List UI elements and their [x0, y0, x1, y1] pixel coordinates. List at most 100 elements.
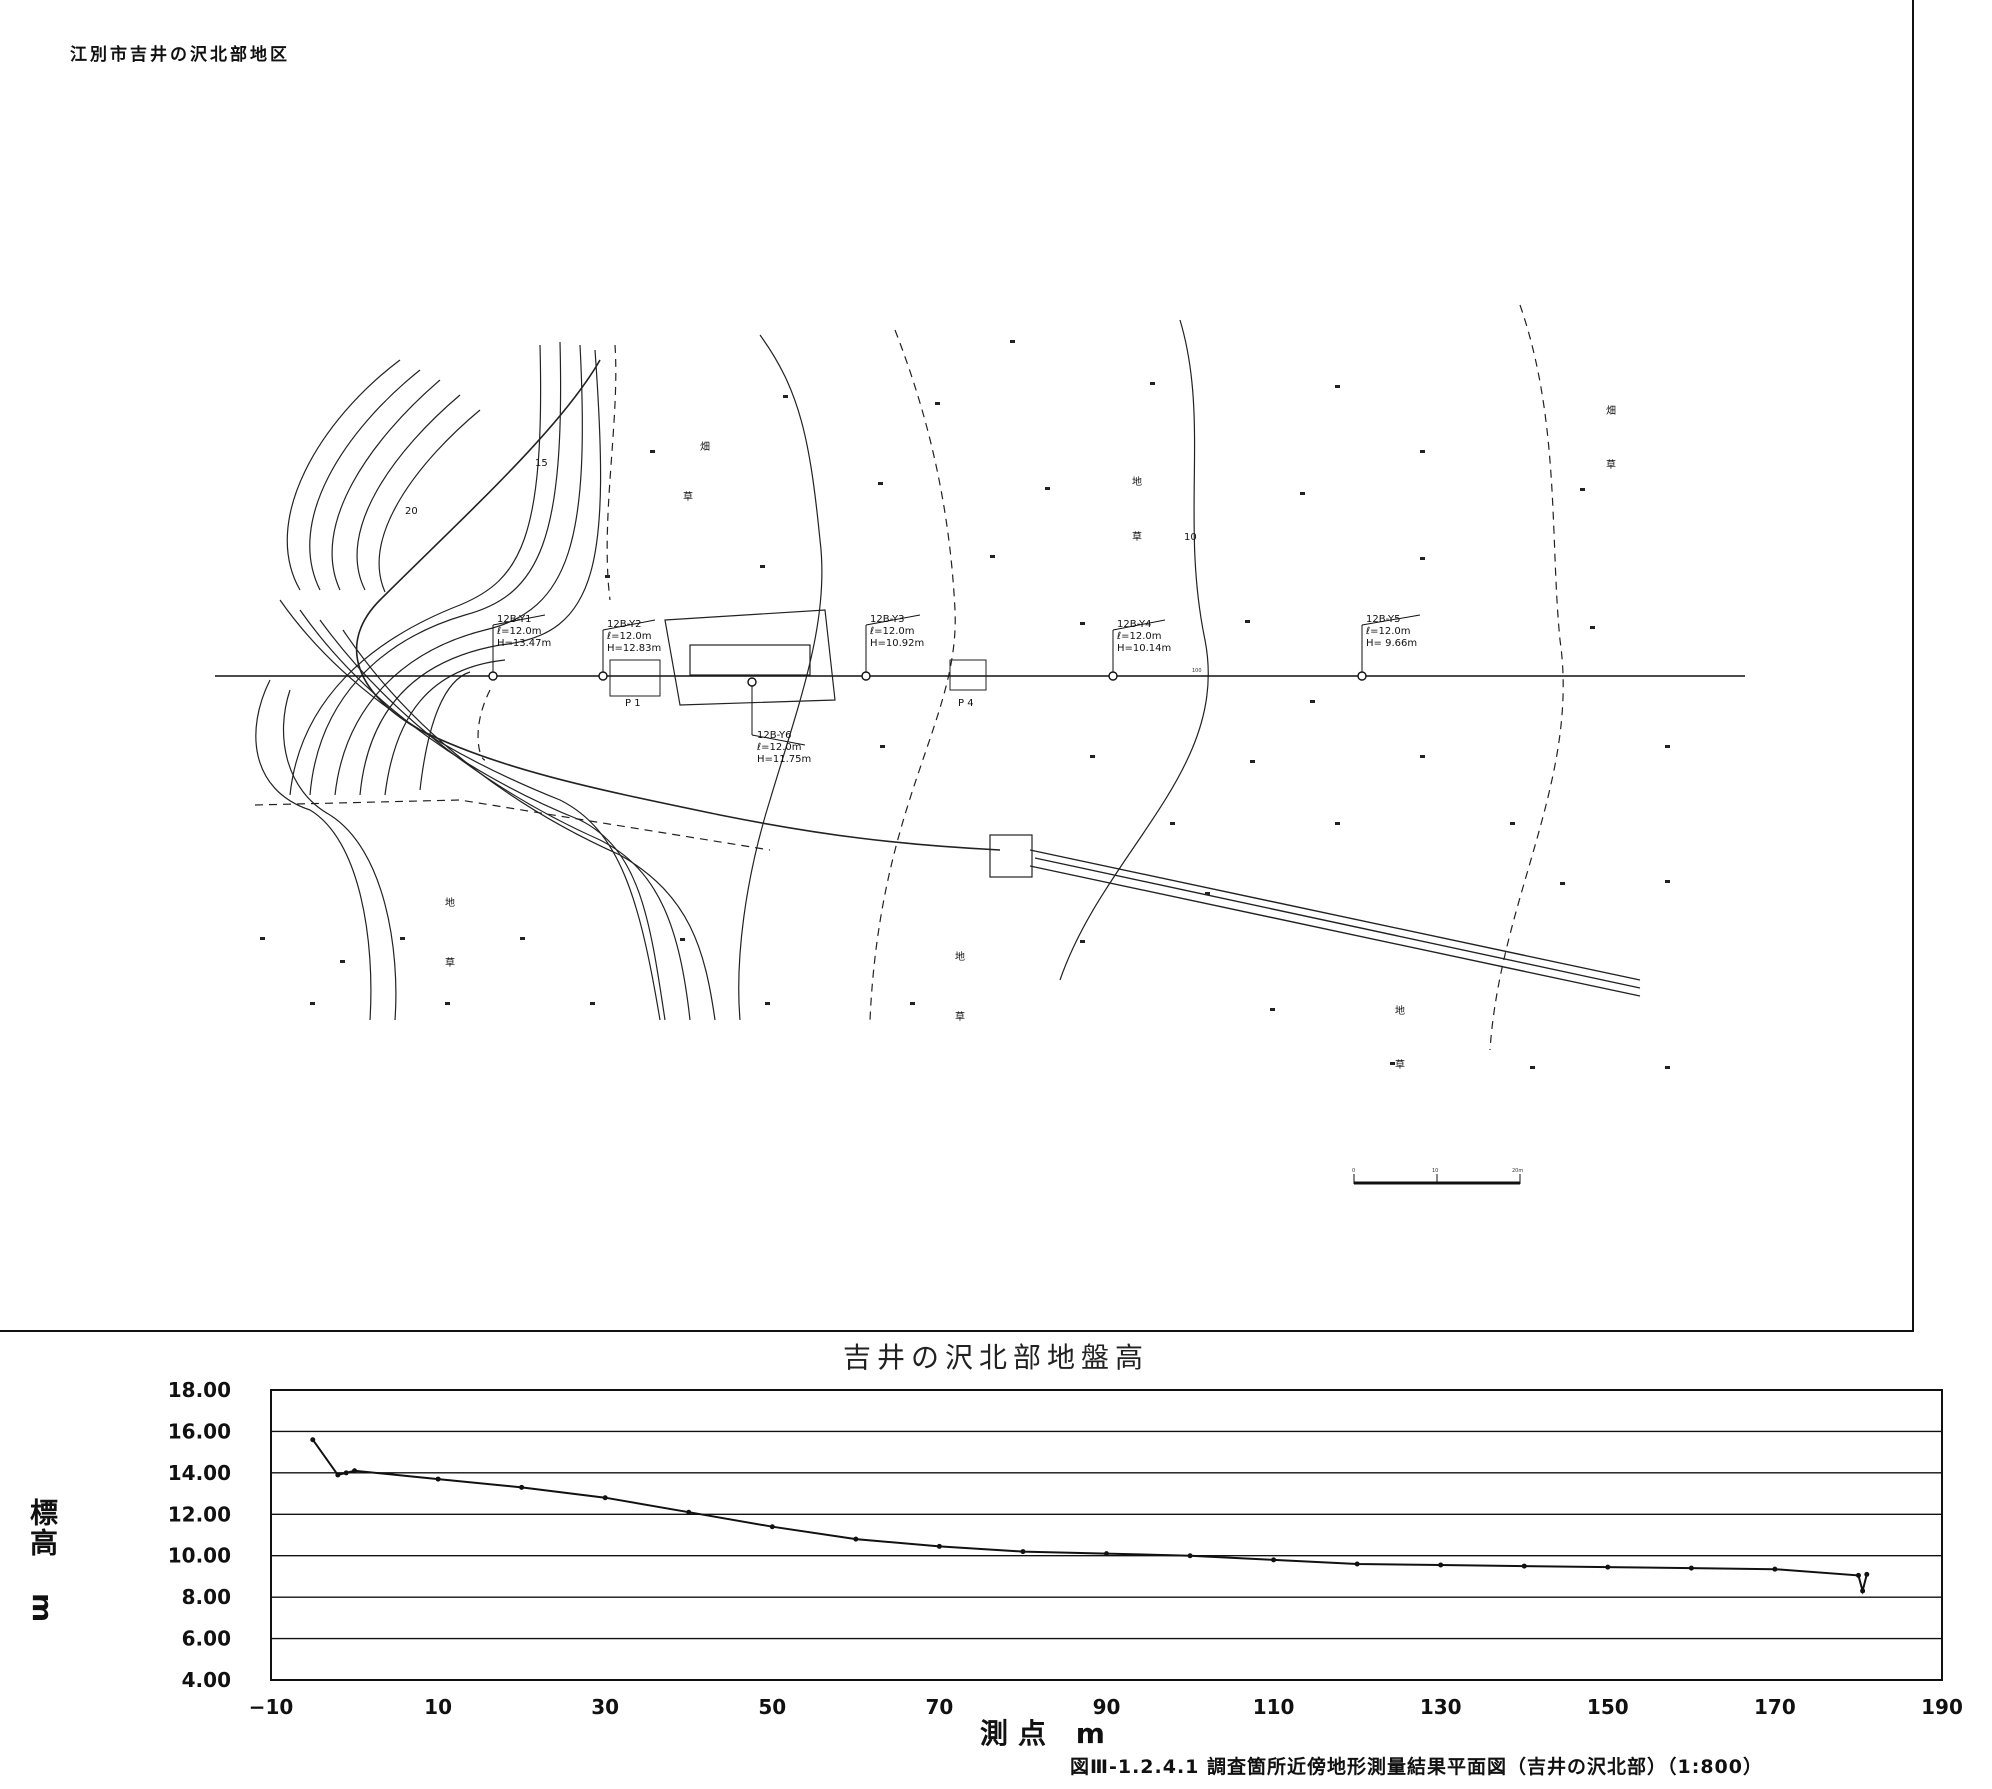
y-tick-label: 18.00	[168, 1378, 231, 1402]
x-tick-label: 110	[1253, 1695, 1295, 1719]
y-axis-unit: m	[26, 1593, 59, 1625]
data-point	[1271, 1557, 1277, 1563]
station-y4-depth: ℓ=12.0m	[1117, 631, 1162, 642]
y-tick-label: 16.00	[168, 1419, 231, 1443]
data-point	[1688, 1565, 1694, 1571]
land-use-mark-2: 草	[683, 491, 693, 503]
station-y6-id: 12B-Y6	[757, 730, 791, 741]
station-y1-height: H=13.47m	[497, 638, 551, 649]
map-frame-right	[1912, 0, 1914, 1330]
data-point	[602, 1495, 608, 1501]
contour-label-15: 15	[535, 458, 548, 469]
station-y5-depth: ℓ=12.0m	[1366, 626, 1411, 637]
building-outline	[664, 609, 836, 706]
land-use-mark-7: 地	[445, 896, 455, 909]
station-y5-id: 12B-Y5	[1366, 614, 1400, 625]
station-y2-depth: ℓ=12.0m	[607, 631, 652, 642]
contour-label-10: 10	[1184, 532, 1197, 543]
station-leaders	[492, 614, 1421, 746]
scale-bar: 0 10 20m	[1352, 1168, 1523, 1185]
elevation-series-points	[310, 1437, 1870, 1594]
data-point	[1605, 1564, 1611, 1570]
station-markers	[488, 671, 1367, 687]
data-point	[1354, 1561, 1360, 1567]
x-tick-label: 10	[424, 1695, 452, 1719]
data-point	[519, 1484, 525, 1490]
y-tick-label: 14.00	[168, 1461, 231, 1485]
x-tick-label: 190	[1921, 1695, 1963, 1719]
data-point	[686, 1509, 692, 1515]
land-use-mark-5: 畑	[1606, 404, 1616, 417]
data-point	[310, 1437, 316, 1443]
scale-bar-end: 20m	[1512, 1168, 1523, 1174]
chart-grid	[270, 1389, 1943, 1681]
contour-lines	[255, 319, 1209, 1021]
x-tick-label: 50	[758, 1695, 786, 1719]
y-tick-label: 10.00	[168, 1544, 231, 1568]
culvert-box	[989, 834, 1033, 878]
x-tick-labels: −10 10 30 50 70 90 110 130 150 170 190	[249, 1695, 1963, 1719]
station-y3-height: H=10.92m	[870, 638, 924, 649]
station-y4-height: H=10.14m	[1117, 643, 1171, 654]
elevation-series-line	[311, 1439, 1868, 1595]
x-tick-label: 130	[1420, 1695, 1462, 1719]
data-point	[1020, 1549, 1026, 1555]
scale-bar-mid: 10	[1432, 1168, 1438, 1174]
data-point	[352, 1468, 358, 1474]
data-point	[1855, 1572, 1861, 1578]
station-labels: 12B-Y1 ℓ=12.0m H=13.47m 12B-Y2 ℓ=12.0m H…	[405, 404, 1616, 1071]
land-use-mark-8: 草	[445, 957, 455, 969]
stream-channel	[355, 359, 1001, 851]
point-p4-box	[949, 659, 987, 691]
data-point	[853, 1536, 859, 1542]
land-use-mark-4: 草	[1132, 531, 1142, 543]
chart-title: 吉井の沢北部地盤高	[842, 1341, 1149, 1374]
data-point	[1187, 1553, 1193, 1559]
scale-bar-zero: 0	[1352, 1168, 1355, 1174]
station-y3-depth: ℓ=12.0m	[870, 626, 915, 637]
data-point	[343, 1470, 349, 1476]
station-y1-depth: ℓ=12.0m	[497, 626, 542, 637]
x-tick-label: 90	[1093, 1695, 1121, 1719]
land-use-mark-10: 草	[955, 1011, 965, 1023]
chainage-100-label: 100	[1192, 668, 1202, 674]
x-tick-label: 70	[925, 1695, 953, 1719]
station-y6-height: H=11.75m	[757, 754, 811, 765]
station-y5-height: H= 9.66m	[1366, 638, 1417, 649]
y-tick-label: 8.00	[182, 1585, 231, 1609]
x-tick-label: 150	[1587, 1695, 1629, 1719]
x-tick-label: 170	[1754, 1695, 1796, 1719]
land-use-mark-1: 畑	[700, 440, 710, 453]
data-point	[1104, 1551, 1109, 1557]
x-tick-label: −10	[249, 1695, 294, 1719]
land-use-mark-12: 草	[1395, 1059, 1405, 1071]
spot-points	[260, 340, 1670, 1069]
x-tick-label: 30	[591, 1695, 619, 1719]
y-tick-label: 4.00	[182, 1668, 231, 1692]
data-point	[1864, 1571, 1870, 1577]
y-axis-label: 標高 m	[26, 1498, 68, 1625]
land-use-mark-9: 地	[955, 950, 965, 963]
station-y2-height: H=12.83m	[607, 643, 661, 654]
land-use-mark-6: 草	[1606, 459, 1616, 471]
contour-label-20: 20	[405, 506, 418, 517]
data-point	[1860, 1588, 1866, 1594]
dashed-boundaries	[254, 304, 1564, 1051]
data-point	[769, 1524, 775, 1530]
data-point	[335, 1472, 341, 1478]
land-use-mark-11: 地	[1395, 1004, 1405, 1017]
data-point	[1438, 1562, 1444, 1568]
point-p4-label: P 4	[958, 698, 974, 709]
station-y1-id: 12B-Y1	[497, 614, 531, 625]
y-tick-label: 12.00	[168, 1502, 231, 1526]
station-y3-id: 12B-Y3	[870, 614, 904, 625]
figure-caption: 図Ⅲ-1.2.4.1 調査箇所近傍地形測量結果平面図（吉井の沢北部）（1:800…	[1070, 1756, 1763, 1778]
x-axis-label: 測点 m	[980, 1717, 1115, 1750]
data-point	[936, 1543, 942, 1549]
data-point	[1772, 1566, 1778, 1572]
plot-frame	[270, 1389, 1943, 1681]
point-p1-label: P 1	[625, 698, 641, 709]
station-y6-depth: ℓ=12.0m	[757, 742, 802, 753]
